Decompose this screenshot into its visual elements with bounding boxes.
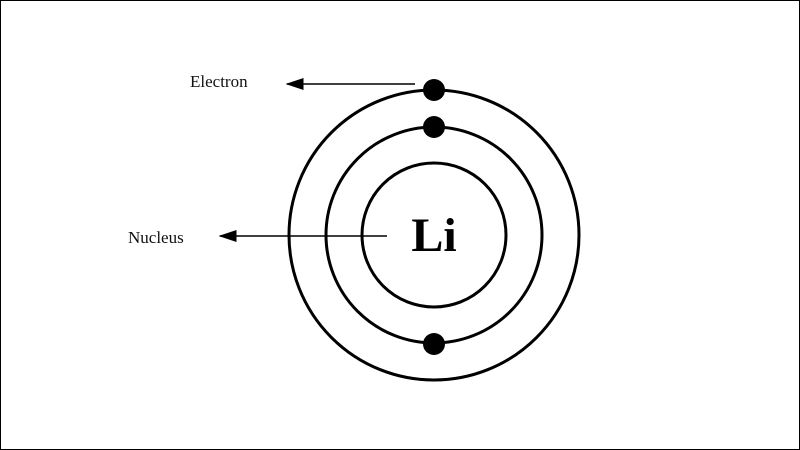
nucleus-circle xyxy=(360,161,508,309)
nucleus-label: Nucleus xyxy=(128,228,184,247)
electron-outer-top xyxy=(423,79,445,101)
element-symbol: Li xyxy=(411,209,456,262)
electron-inner-bottom xyxy=(423,333,445,355)
electron-inner-top xyxy=(423,116,445,138)
electron-label: Electron xyxy=(190,72,248,91)
